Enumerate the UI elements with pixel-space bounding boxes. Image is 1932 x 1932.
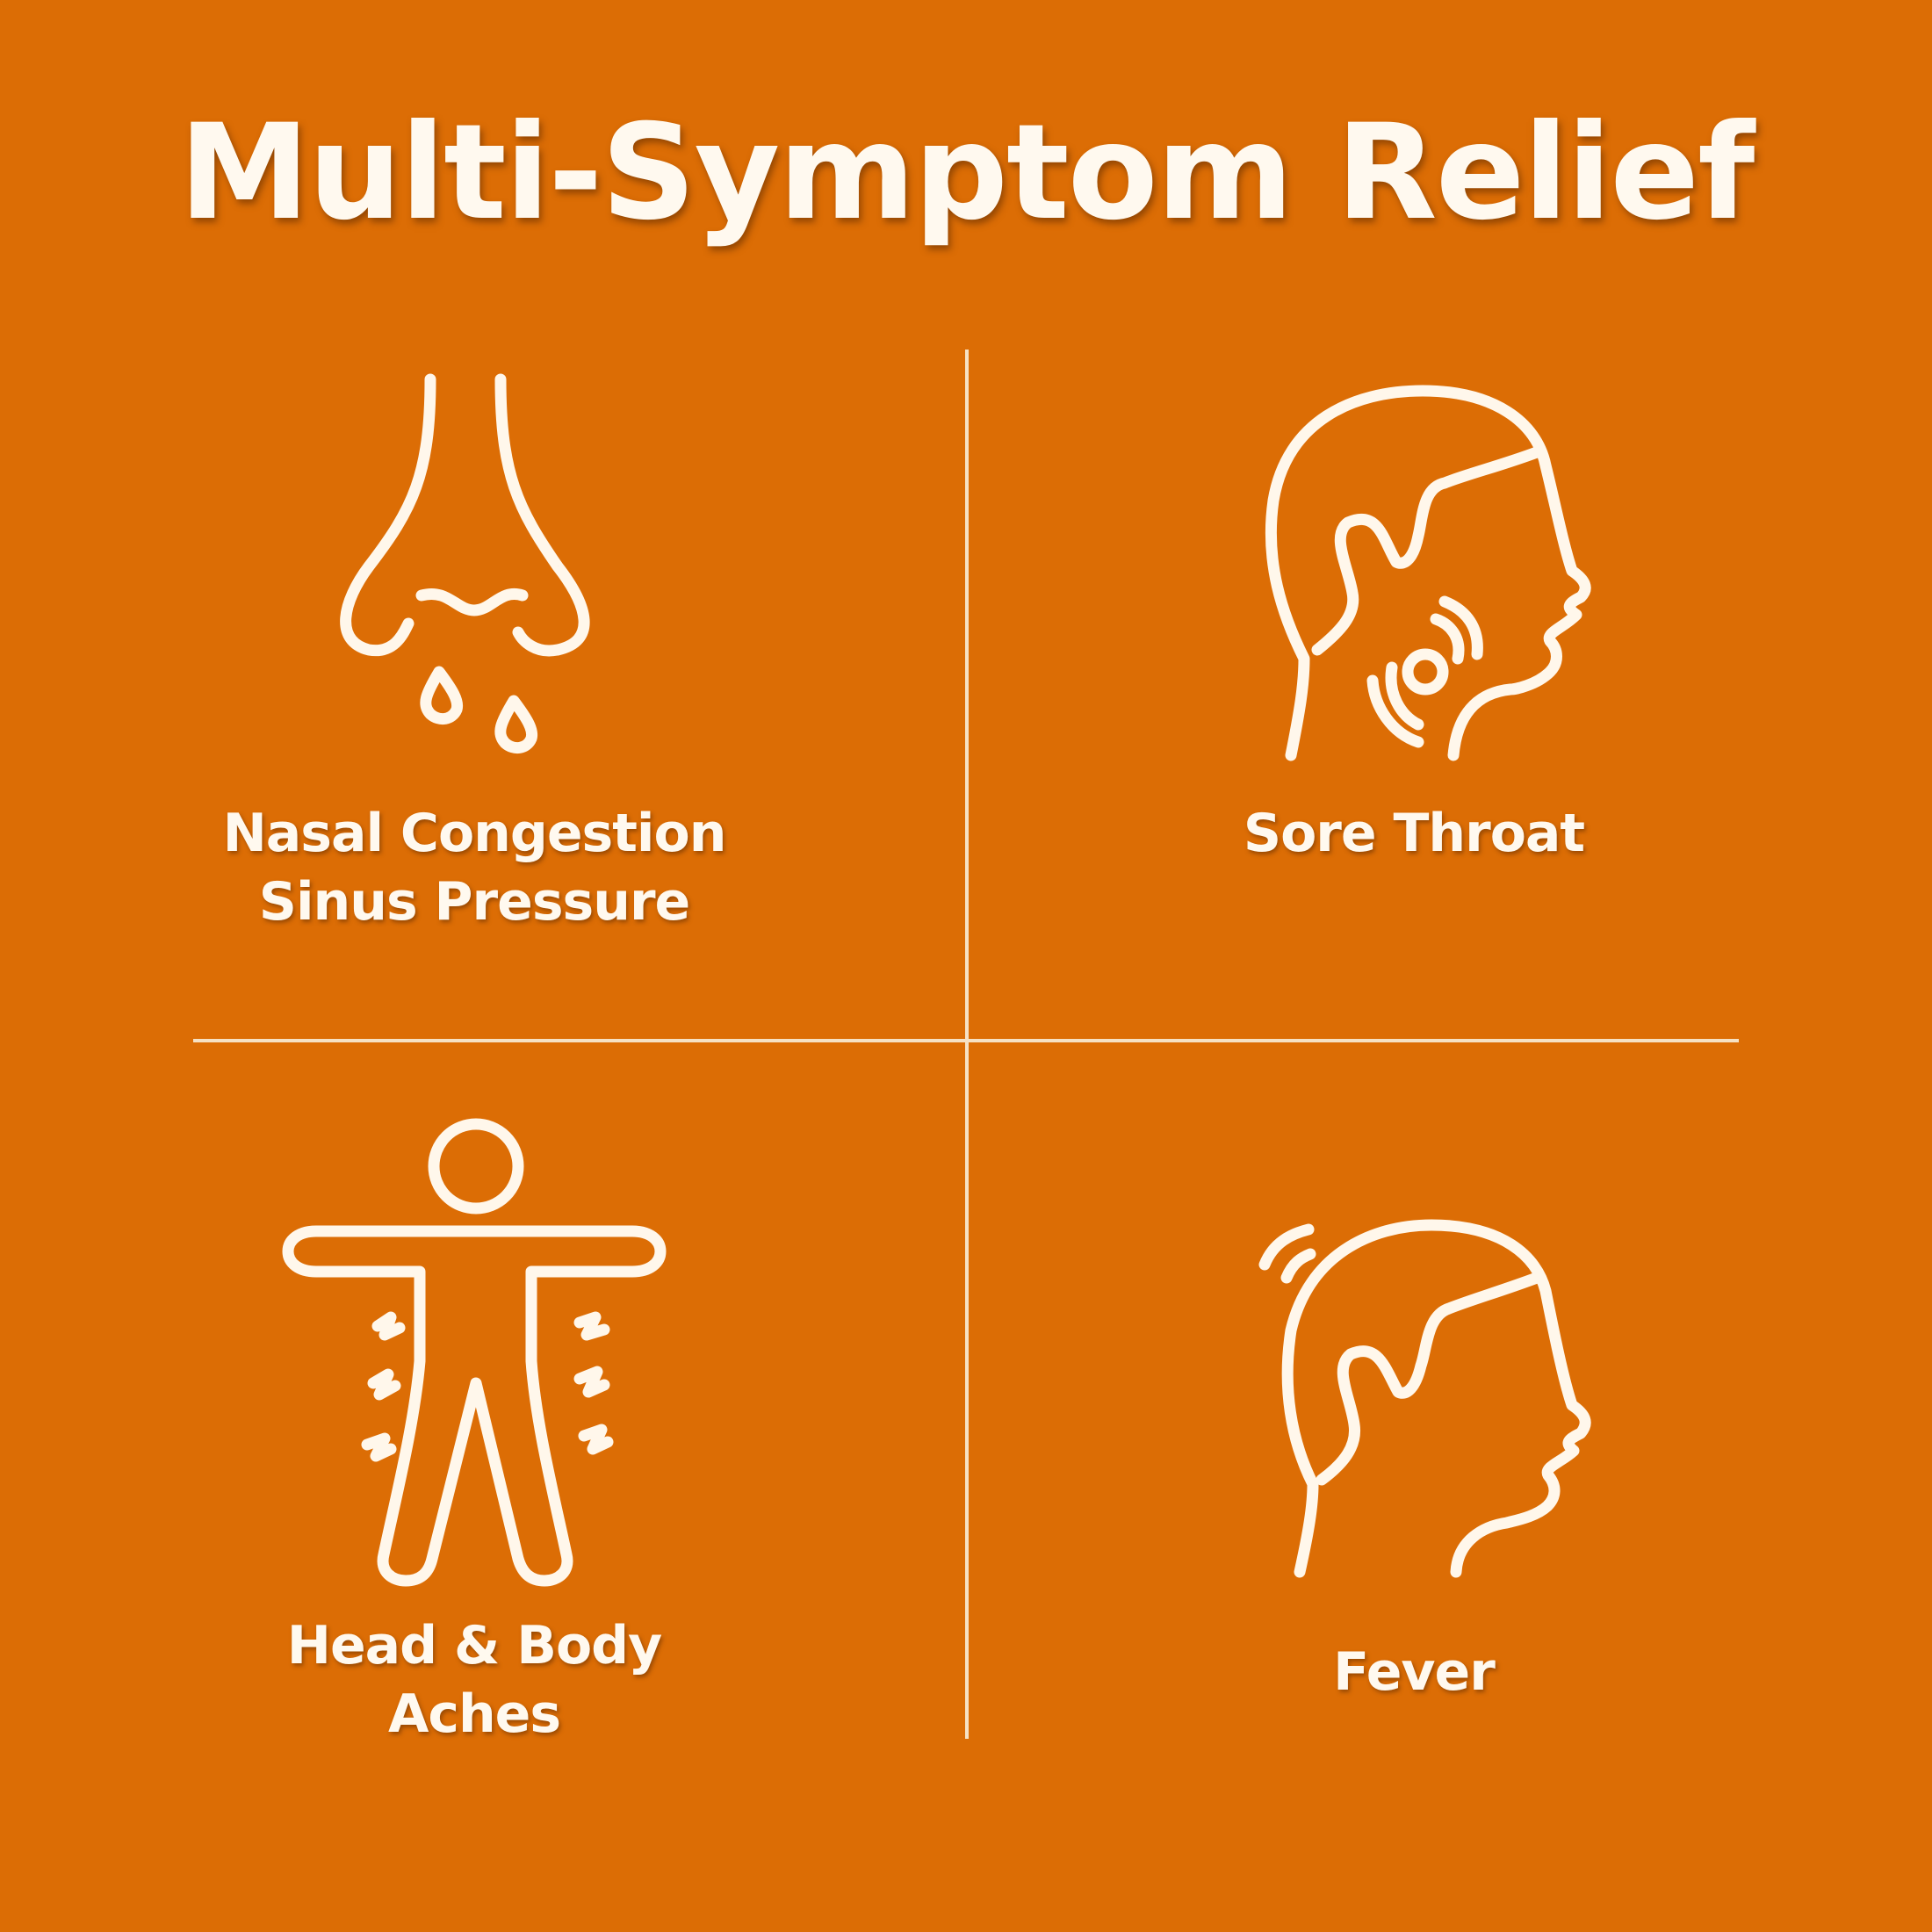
horizontal-divider [193, 1039, 1739, 1042]
page-title: Multi-Symptom Relief [178, 97, 1755, 249]
head-fever-icon [1247, 1203, 1598, 1590]
nose-drip-icon [334, 369, 615, 764]
symptom-label-nasal: Nasal Congestion Sinus Pressure [222, 803, 727, 933]
vertical-divider [965, 350, 969, 1739]
symptom-label-sore-throat: Sore Throat [1243, 803, 1585, 864]
head-throat-icon [1247, 369, 1598, 773]
body-aches-icon [281, 1115, 676, 1590]
symptom-label-fever: Fever [1333, 1641, 1496, 1703]
symptom-label-body-aches: Head & Body Aches [286, 1615, 662, 1745]
